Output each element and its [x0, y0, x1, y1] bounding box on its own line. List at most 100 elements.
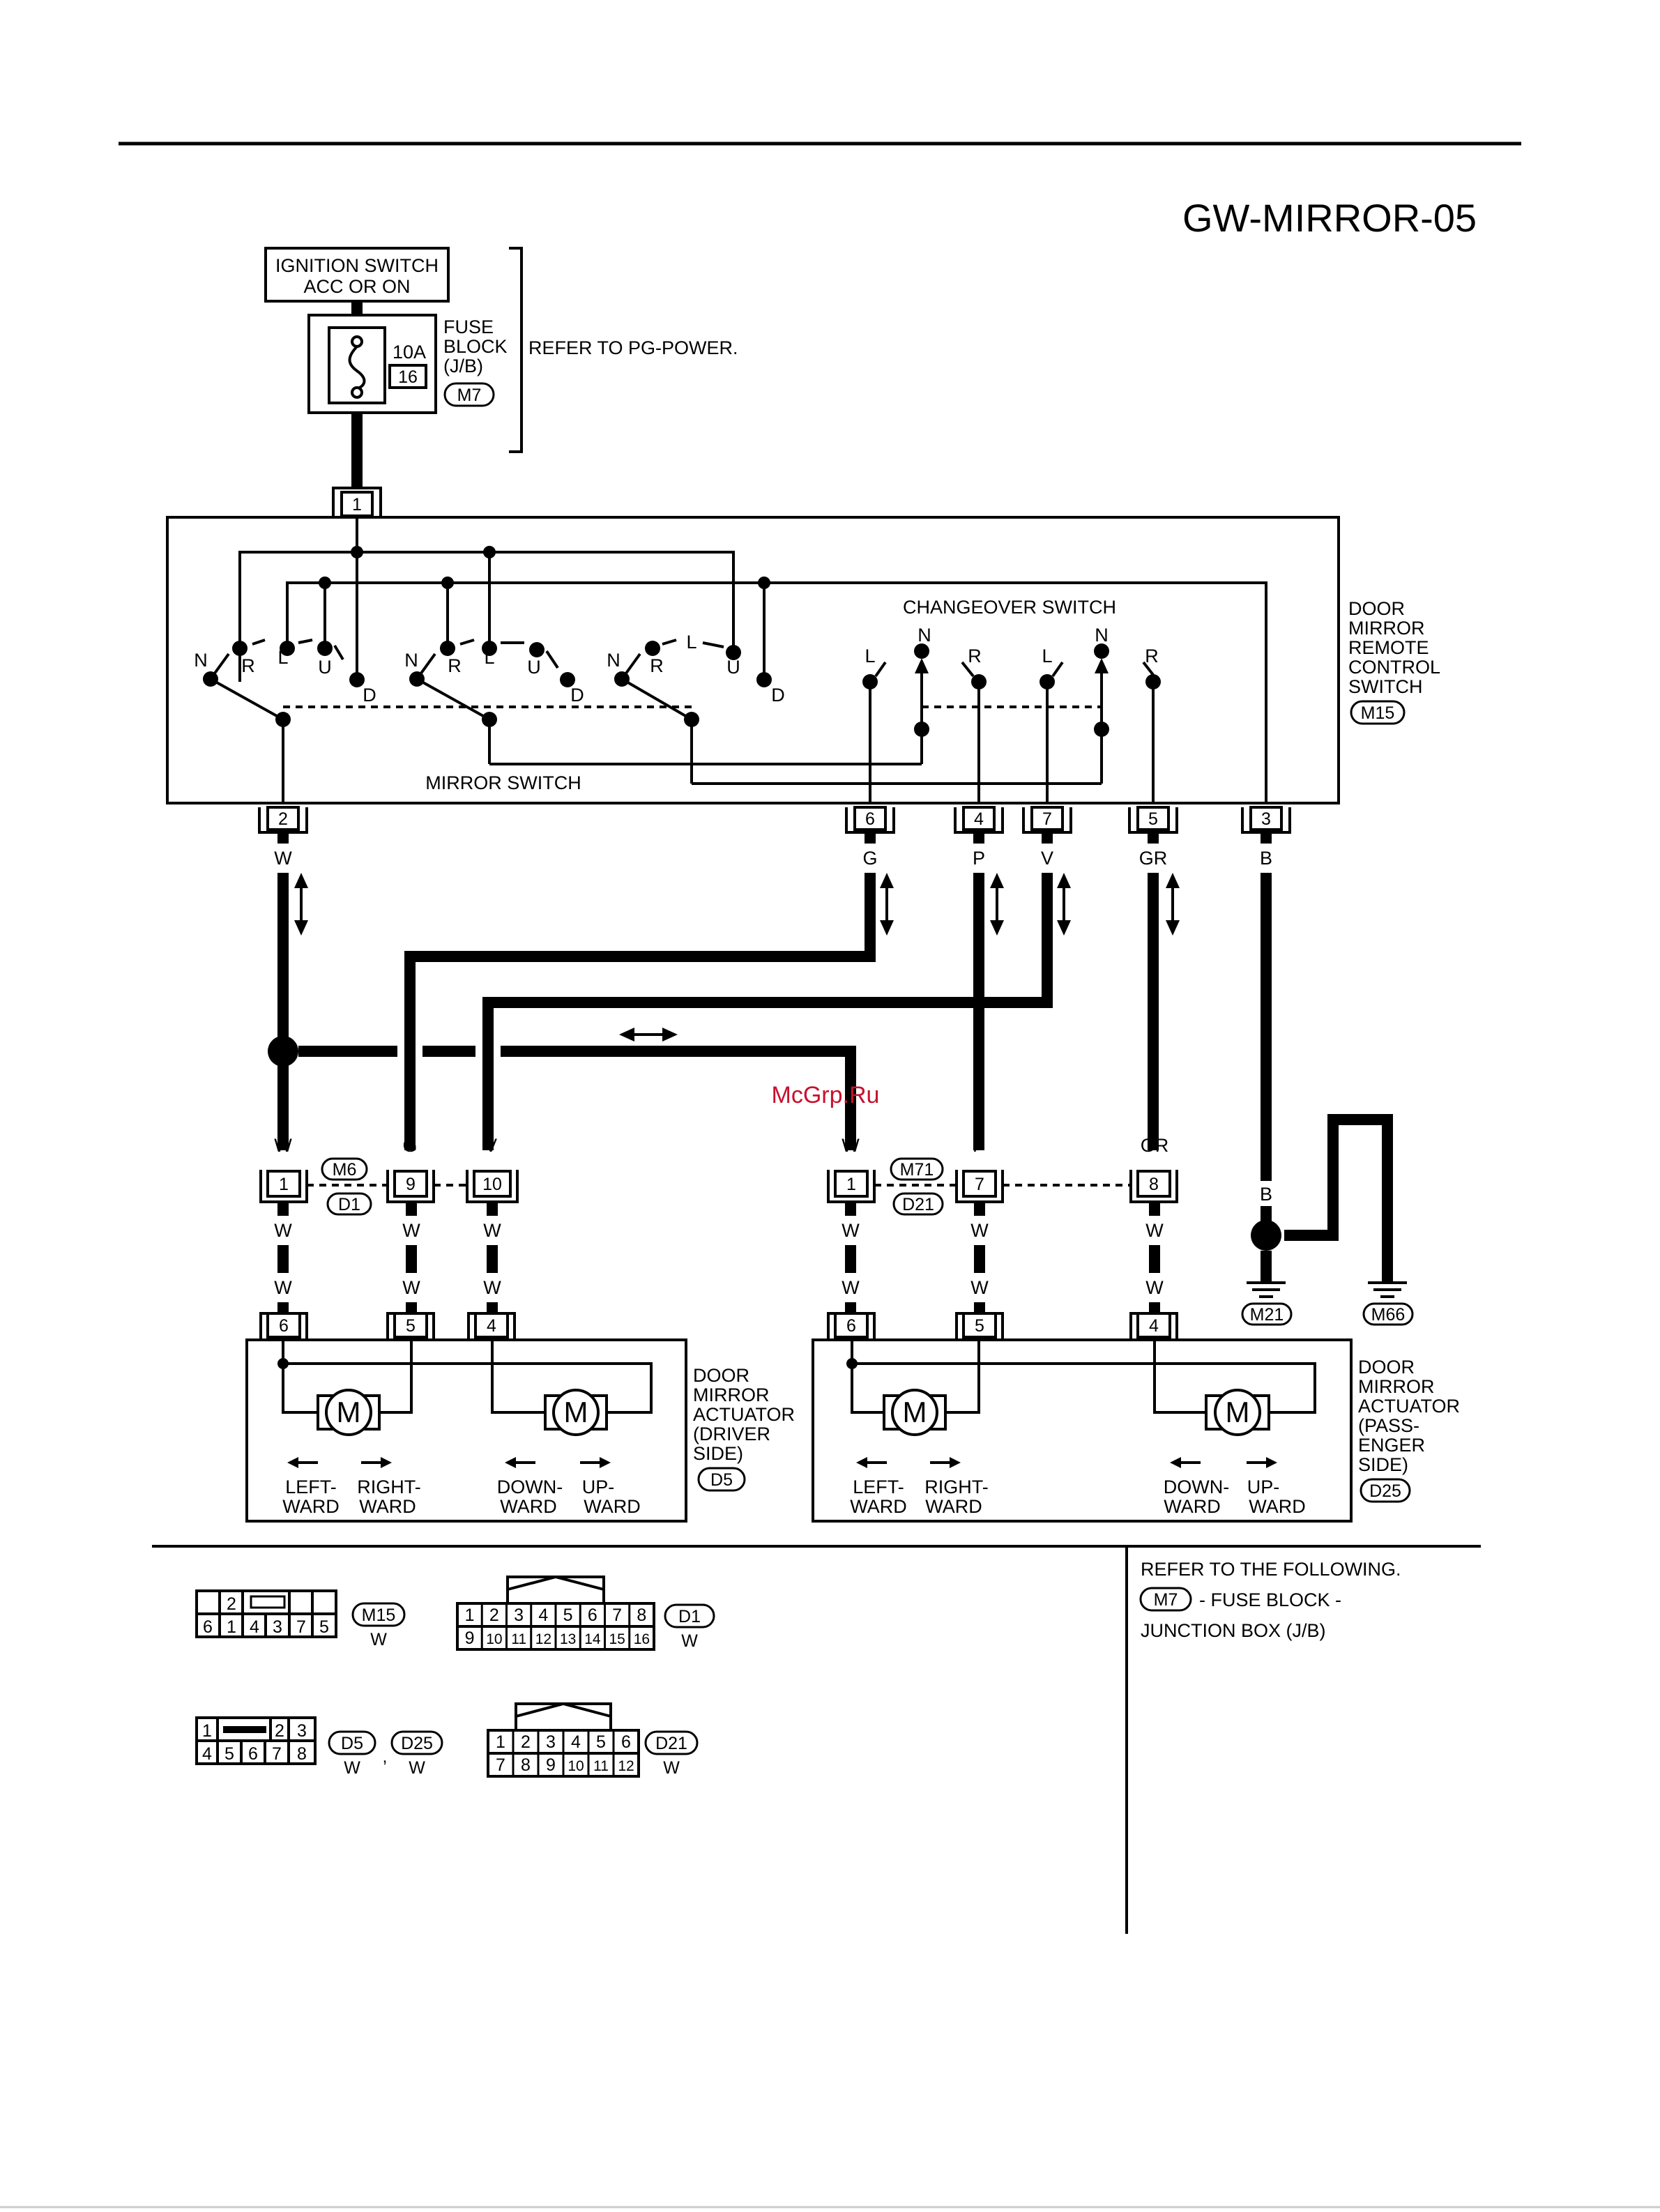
- connector-d21-pin-number: 11: [593, 1758, 609, 1774]
- svg-text:N: N: [917, 625, 931, 646]
- svg-text:M21: M21: [1250, 1305, 1284, 1325]
- changeover-switch-label: CHANGEOVER SWITCH: [903, 597, 1116, 618]
- svg-text:5: 5: [1148, 809, 1158, 829]
- fuse-no-box: [388, 364, 427, 389]
- svg-text:D21: D21: [902, 1195, 934, 1214]
- svg-text:WARD: WARD: [282, 1496, 340, 1517]
- switch-pin-5: 5: [1128, 806, 1178, 834]
- connector-d1-pin-number: 9: [465, 1629, 475, 1648]
- svg-text:R: R: [650, 655, 664, 676]
- page-title: GW-MIRROR-05: [1182, 196, 1477, 240]
- svg-text:N: N: [607, 650, 620, 671]
- svg-text:B: B: [1260, 1184, 1272, 1205]
- svg-text:SWITCH: SWITCH: [1348, 676, 1422, 697]
- splice-dot: [268, 1036, 298, 1067]
- svg-text:M: M: [564, 1396, 588, 1428]
- svg-text:R: R: [968, 646, 982, 666]
- switch-conn: M15: [1361, 703, 1395, 723]
- connector-d1-pin-number: 6: [588, 1605, 597, 1625]
- svg-text:5: 5: [406, 1316, 416, 1336]
- connector-d21-pin-number: 3: [546, 1732, 556, 1752]
- svg-text:B: B: [1381, 1184, 1394, 1205]
- mirror-switch-group-right: [614, 639, 1102, 785]
- switch-pin-6: 6: [845, 806, 895, 834]
- svg-text:JUNCTION BOX (J/B): JUNCTION BOX (J/B): [1141, 1620, 1326, 1641]
- svg-text:LEFT-: LEFT-: [285, 1477, 337, 1497]
- connector-d1-pin-number: 13: [560, 1631, 576, 1647]
- fuse-conn-pill: [443, 382, 495, 407]
- power-supply: IGNITION SWITCH ACC OR ON 10A 16 FUSE BL…: [264, 247, 738, 517]
- watermark: McGrp.Ru: [772, 1082, 880, 1108]
- svg-text:M: M: [903, 1396, 927, 1428]
- connector-d21-pin-number: 8: [521, 1755, 531, 1775]
- svg-text:5: 5: [975, 1316, 984, 1336]
- door-mirror-remote-control-switch: N R L U D N R L U D N R L U D MIRROR SWI…: [166, 516, 1440, 804]
- svg-text:1: 1: [279, 1175, 289, 1194]
- fuse-icon: [351, 335, 363, 348]
- fuse-label2: BLOCK: [443, 336, 508, 357]
- svg-text:RIGHT-: RIGHT-: [357, 1477, 421, 1497]
- ground-icon: [1368, 1281, 1407, 1298]
- harness-connector-m6-d1: 1 9 10 M6 D1: [259, 1157, 519, 1216]
- svg-text:MIRROR: MIRROR: [1358, 1376, 1435, 1397]
- svg-text:W: W: [1145, 1220, 1164, 1241]
- connector-d1-pin-number: 4: [538, 1605, 548, 1625]
- svg-text:W: W: [970, 1220, 989, 1241]
- svg-text:DOOR: DOOR: [1358, 1357, 1415, 1378]
- passenger-actuator-box: [812, 1338, 1353, 1523]
- svg-text:4: 4: [250, 1617, 259, 1637]
- svg-text:4: 4: [202, 1744, 212, 1764]
- connector-d1-pin-number: 5: [563, 1605, 573, 1625]
- connector-d1-pin-number: 16: [634, 1631, 650, 1647]
- motor-left-right: M: [317, 1389, 381, 1436]
- connector-d1-pin-number: 7: [612, 1605, 622, 1625]
- motor-icon: [891, 1389, 938, 1436]
- svg-text:D1: D1: [338, 1195, 360, 1214]
- connector-d1-color: W: [681, 1631, 698, 1651]
- svg-text:R: R: [241, 655, 255, 676]
- svg-text:W: W: [842, 1277, 860, 1298]
- svg-text:DOWN-: DOWN-: [497, 1477, 563, 1497]
- svg-text:L: L: [277, 647, 288, 668]
- svg-text:1: 1: [846, 1175, 856, 1194]
- svg-text:WARD: WARD: [359, 1496, 416, 1517]
- svg-text:3: 3: [273, 1617, 282, 1637]
- svg-text:RIGHT-: RIGHT-: [924, 1477, 989, 1497]
- svg-text:- FUSE BLOCK -: - FUSE BLOCK -: [1199, 1589, 1341, 1610]
- passenger-actuator: 6 5 4 M M LEF: [812, 1312, 1460, 1523]
- svg-text:W: W: [274, 1135, 292, 1156]
- svg-text:1: 1: [227, 1617, 236, 1637]
- svg-text:2: 2: [278, 809, 288, 829]
- connector-d1-pin-number: 12: [535, 1631, 551, 1647]
- svg-text:D: D: [363, 685, 376, 705]
- svg-text:W: W: [274, 1277, 292, 1298]
- refer-bracket: [509, 247, 523, 453]
- driver-actuator-box: [245, 1338, 687, 1523]
- driver-actuator: 6 5 4 M M LEF: [245, 1312, 795, 1523]
- pass-pin-5: 5: [955, 1312, 1004, 1338]
- changeover-arrow-right: [1095, 658, 1109, 673]
- svg-text:W: W: [1145, 1277, 1164, 1298]
- svg-text:D25: D25: [1369, 1481, 1401, 1501]
- svg-text:WARD: WARD: [1249, 1496, 1306, 1517]
- svg-text:SIDE): SIDE): [693, 1443, 743, 1464]
- driver-pin-4: 4: [467, 1312, 516, 1338]
- contact-letters: N R L U D N R L U D N R L U D: [194, 632, 785, 705]
- connector-d21-pin-number: 7: [496, 1755, 505, 1775]
- svg-text:U: U: [527, 657, 541, 678]
- svg-text:3: 3: [1261, 809, 1271, 829]
- driver-pin-6: 6: [259, 1312, 308, 1338]
- svg-text:CONTROL: CONTROL: [1348, 657, 1440, 678]
- ignition-line1: IGNITION SWITCH: [275, 255, 439, 276]
- svg-text:M15: M15: [362, 1605, 396, 1625]
- svg-text:WARD: WARD: [1164, 1496, 1221, 1517]
- svg-text:W: W: [344, 1758, 360, 1778]
- svg-text:U: U: [318, 657, 332, 678]
- connector-d21-pin-number: 6: [621, 1732, 631, 1752]
- fuse-label1: FUSE: [443, 316, 494, 337]
- svg-text:M7: M7: [1154, 1590, 1178, 1610]
- svg-text:7: 7: [296, 1617, 306, 1637]
